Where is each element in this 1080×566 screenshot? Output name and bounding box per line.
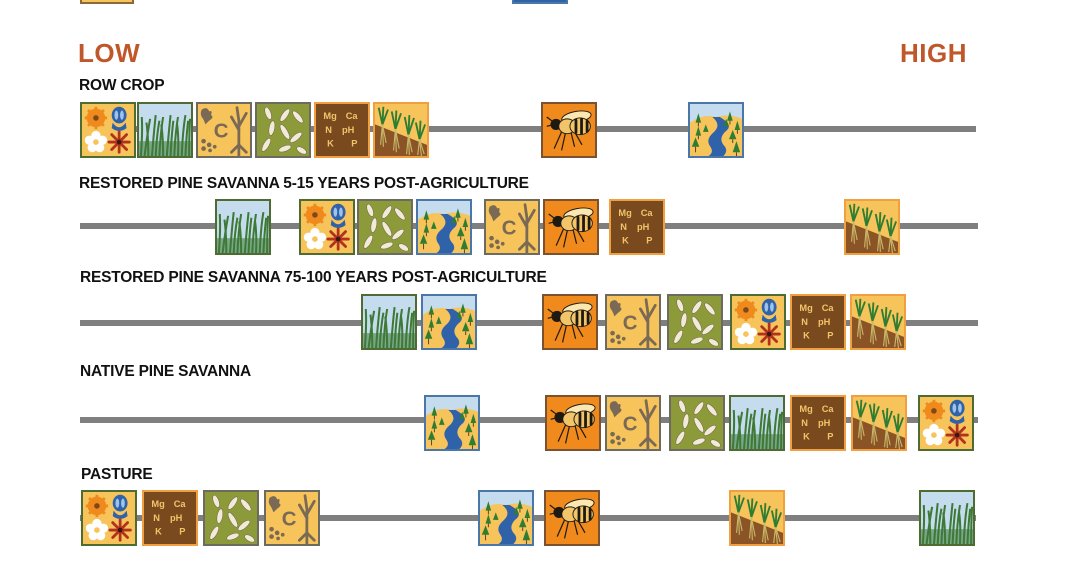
grass-icon [361, 294, 417, 350]
row-title: RESTORED PINE SAVANNA 5-15 YEARS POST-AG… [79, 175, 529, 192]
svg-text:K: K [155, 527, 162, 537]
soil-nutrients-icon: Mg Ca N pH K P [790, 395, 846, 451]
bee-icon [543, 199, 599, 255]
nutrient-k: K [327, 139, 334, 149]
biodiversity-icon [299, 199, 355, 255]
nutrient-p: P [351, 139, 357, 149]
scale-low-label: LOW [78, 38, 141, 68]
svg-text:Mg: Mg [618, 208, 632, 218]
roots-icon [844, 199, 900, 255]
soil-carbon-icon [605, 395, 661, 451]
watershed-icon [478, 490, 534, 546]
soil-nutrients-icon: Mg Ca N pH K P [314, 102, 370, 158]
watershed-icon [688, 102, 744, 158]
clipped-icon-fragment-left [80, 0, 134, 4]
svg-text:K: K [622, 236, 629, 246]
watershed-icon [416, 199, 472, 255]
soil-carbon-icon [264, 490, 320, 546]
watershed-icon [424, 395, 480, 451]
roots-icon [850, 294, 906, 350]
svg-text:P: P [179, 527, 185, 537]
svg-text:N: N [620, 222, 627, 232]
svg-text:Ca: Ca [174, 499, 187, 509]
scale-line [80, 320, 978, 326]
svg-text:pH: pH [170, 513, 183, 523]
watershed-icon [421, 294, 477, 350]
svg-text:K: K [803, 331, 810, 341]
svg-text:pH: pH [818, 317, 831, 327]
soil-carbon-icon [196, 102, 252, 158]
grass-icon [919, 490, 975, 546]
svg-text:pH: pH [637, 222, 650, 232]
row-title: PASTURE [81, 466, 153, 483]
svg-text:N: N [801, 418, 808, 428]
svg-text:Mg: Mg [151, 499, 165, 509]
soil-nutrients-icon: Mg Ca N pH K P [142, 490, 198, 546]
svg-text:P: P [827, 331, 833, 341]
fungi-icon [255, 102, 311, 158]
soil-nutrients-icon: Mg Ca N pH K P [609, 199, 665, 255]
grass-icon [137, 102, 193, 158]
grass-icon [215, 199, 271, 255]
fungi-icon [667, 294, 723, 350]
roots-icon [373, 102, 429, 158]
scale-high-label: HIGH [900, 38, 967, 68]
svg-text:pH: pH [818, 418, 831, 428]
biodiversity-icon [918, 395, 974, 451]
svg-text:Ca: Ca [641, 208, 654, 218]
fungi-icon [203, 490, 259, 546]
clipped-icon-fragment-center [512, 0, 568, 4]
svg-text:Mg: Mg [799, 303, 813, 313]
bee-icon [542, 294, 598, 350]
roots-icon [851, 395, 907, 451]
soil-carbon-icon [484, 199, 540, 255]
biodiversity-icon [730, 294, 786, 350]
svg-text:K: K [803, 432, 810, 442]
nutrient-ph: pH [342, 125, 355, 135]
scale-line [80, 126, 976, 132]
svg-text:P: P [646, 236, 652, 246]
svg-text:Mg: Mg [799, 404, 813, 414]
biodiversity-icon [80, 102, 136, 158]
svg-text:Ca: Ca [822, 404, 835, 414]
nutrient-ca: Ca [346, 111, 359, 121]
svg-text:N: N [801, 317, 808, 327]
soil-nutrients-icon: Mg Ca N pH K P [790, 294, 846, 350]
row-title: RESTORED PINE SAVANNA 75-100 YEARS POST-… [80, 269, 547, 286]
row-title: ROW CROP [79, 77, 165, 94]
fungi-icon [357, 199, 413, 255]
roots-icon [729, 490, 785, 546]
svg-text:P: P [827, 432, 833, 442]
svg-text:N: N [153, 513, 160, 523]
fungi-icon [669, 395, 725, 451]
bee-icon [545, 395, 601, 451]
bee-icon [544, 490, 600, 546]
svg-text:Ca: Ca [822, 303, 835, 313]
row-title: NATIVE PINE SAVANNA [80, 363, 252, 380]
bee-icon [541, 102, 597, 158]
grass-icon [729, 395, 785, 451]
nutrient-mg: Mg [323, 111, 337, 121]
scale-line [80, 417, 978, 423]
biodiversity-icon [81, 490, 137, 546]
soil-carbon-icon [605, 294, 661, 350]
nutrient-n: N [325, 125, 332, 135]
